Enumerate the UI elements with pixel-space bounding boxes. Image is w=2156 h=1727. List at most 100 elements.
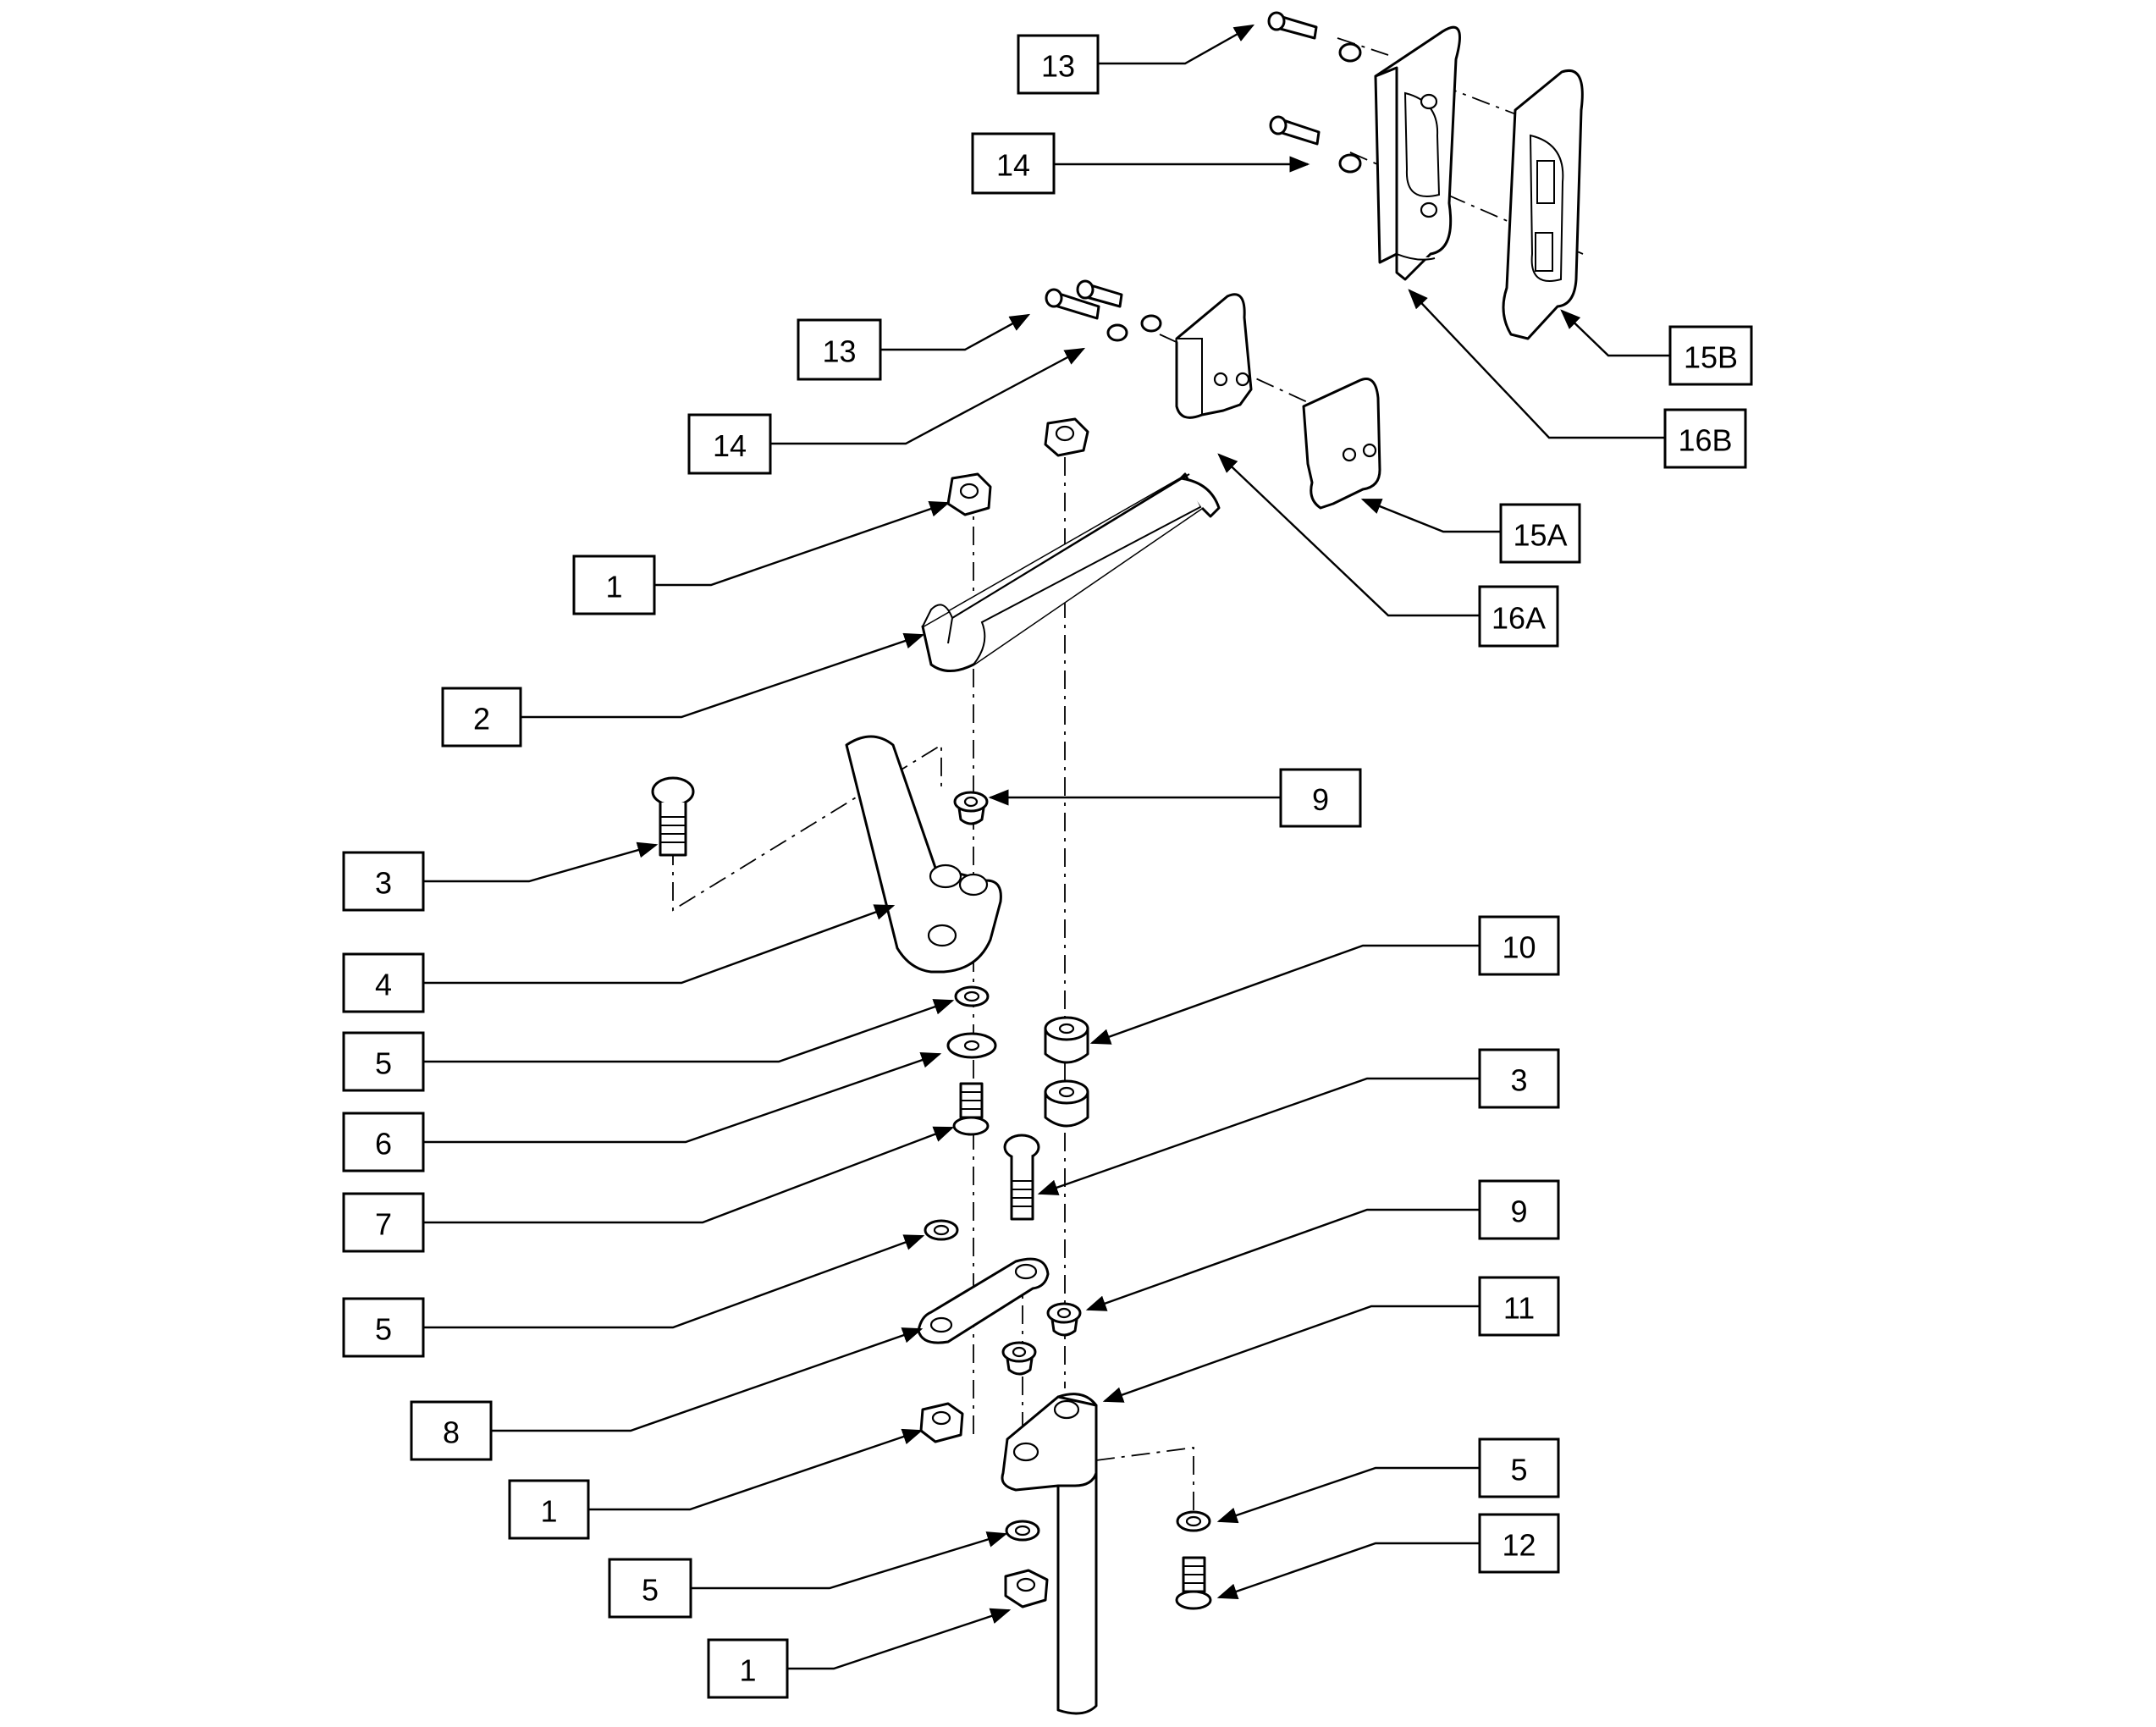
callout-box (1478, 1048, 1560, 1109)
part-11-post (1001, 1393, 1098, 1715)
callout-box (1668, 325, 1753, 386)
part-9-bushing-link (1001, 1341, 1037, 1376)
callout-2: 2 (441, 687, 522, 748)
callout-label: 7 (375, 1207, 392, 1242)
callout-label: 11 (1503, 1291, 1535, 1326)
callout-5-c: 5 (1478, 1437, 1560, 1498)
callout-15a: 15A (1499, 503, 1581, 564)
callout-1-mid: 1 (508, 1479, 590, 1540)
callout-5-a: 5 (342, 1031, 425, 1092)
callout-label: 16A (1492, 601, 1546, 636)
callout-box (1279, 768, 1362, 828)
callout-box (608, 1558, 692, 1619)
callout-box (342, 851, 425, 912)
callout-box (971, 132, 1056, 195)
callout-9-top: 9 (1279, 768, 1362, 828)
callout-5-d: 5 (608, 1558, 692, 1619)
callout-13-mid: 13 (797, 318, 882, 381)
part-14-washers (1106, 42, 1362, 342)
callout-label: 5 (1510, 1453, 1527, 1487)
part-4-arm (845, 735, 1002, 974)
callout-label: 14 (996, 148, 1030, 183)
part-6-washer (946, 1032, 997, 1059)
callout-8: 8 (410, 1400, 493, 1461)
callout-14-mid: 14 (687, 413, 772, 475)
part-16b-bracket (1374, 25, 1461, 281)
callout-label: 10 (1502, 930, 1536, 965)
callout-box (1478, 1513, 1560, 1574)
callout-4: 4 (342, 952, 425, 1013)
callout-label: 5 (642, 1573, 659, 1608)
callout-label: 16B (1678, 423, 1732, 458)
part-1-nut-mid (919, 1402, 964, 1443)
part-3-screw-right (1003, 1134, 1040, 1221)
callout-label: 4 (375, 968, 392, 1002)
callout-box (1478, 585, 1559, 648)
callout-label: 12 (1502, 1528, 1536, 1563)
callout-box (1478, 1179, 1560, 1240)
callout-box (441, 687, 522, 748)
callout-label: 13 (1041, 49, 1075, 84)
callout-16b: 16B (1663, 408, 1747, 469)
callout-11: 11 (1478, 1276, 1560, 1337)
callout-box (1478, 915, 1560, 976)
callout-1-top: 1 (572, 555, 656, 615)
callout-box (1499, 503, 1581, 564)
part-1-nut-bottom (1004, 1569, 1049, 1608)
callout-box (797, 318, 882, 381)
callout-box (342, 1031, 425, 1092)
callout-label: 5 (375, 1312, 392, 1347)
callout-box (687, 413, 772, 475)
callout-1-bottom: 1 (707, 1638, 789, 1699)
callout-5-b: 5 (342, 1297, 425, 1358)
part-1-nut-top (946, 472, 992, 516)
callout-box (1017, 34, 1100, 95)
part-15b-clamp (1502, 69, 1584, 340)
callout-16a: 16A (1478, 585, 1559, 648)
callout-6: 6 (342, 1112, 425, 1172)
callout-box (342, 1192, 425, 1253)
callout-label: 8 (443, 1415, 460, 1450)
callout-label: 1 (605, 570, 622, 604)
callout-label: 5 (375, 1046, 392, 1081)
part-5-washer-a (954, 985, 990, 1007)
callout-label: 3 (375, 866, 392, 901)
callout-label: 2 (473, 702, 490, 737)
part-1-nut-rail (1044, 417, 1089, 457)
part-5-washer-d (1176, 1510, 1211, 1532)
callout-box (572, 555, 656, 615)
part-9-bushing-top (953, 791, 989, 825)
part-5-washer-b (924, 1219, 959, 1241)
callout-label: 3 (1510, 1063, 1527, 1098)
part-5-washer-c (1005, 1520, 1040, 1542)
callout-label: 13 (822, 334, 856, 369)
assembly-axes (672, 37, 1584, 1515)
callout-12: 12 (1478, 1513, 1560, 1574)
callout-label: 1 (739, 1653, 756, 1688)
part-9-bushing-bottom (1046, 1302, 1082, 1337)
part-12-screw (1175, 1556, 1212, 1610)
callout-box (1478, 1276, 1560, 1337)
part-10-spacers (1044, 1016, 1089, 1128)
callout-label: 15A (1513, 518, 1567, 553)
callout-label: 9 (1510, 1195, 1527, 1229)
callout-label: 1 (540, 1494, 557, 1529)
callout-14-top: 14 (971, 132, 1056, 195)
part-13-screws (1045, 11, 1321, 320)
callout-box (342, 952, 425, 1013)
callout-box (707, 1638, 789, 1699)
callout-box (1478, 1437, 1560, 1498)
part-15a-clamp (1302, 378, 1381, 510)
callout-15b: 15B (1668, 325, 1753, 386)
callout-box (342, 1112, 425, 1172)
callout-box (508, 1479, 590, 1540)
part-8-link (917, 1257, 1050, 1344)
callout-label: 15B (1684, 340, 1738, 375)
callout-label: 9 (1312, 782, 1329, 817)
part-7-screw (952, 1082, 990, 1136)
callout-7: 7 (342, 1192, 425, 1253)
callout-box (410, 1400, 493, 1461)
callout-9-bottom: 9 (1478, 1179, 1560, 1240)
part-16a-bracket (1175, 293, 1253, 419)
